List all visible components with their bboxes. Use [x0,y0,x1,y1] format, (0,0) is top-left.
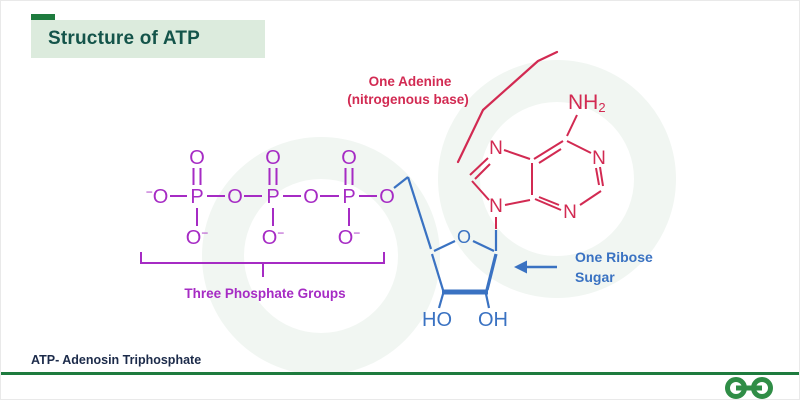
ribose-atoms: O HO OH [422,227,508,331]
geeksforgeeks-logo-icon [725,377,773,399]
ribose-label-line1: One Ribose [575,249,653,265]
adenine-bracket [456,50,559,164]
nitrogen-1: N [592,148,606,169]
phosphorus-1: P [190,186,203,208]
amine-group: NH2 [568,91,606,115]
adenine-label-line1: One Adenine [369,74,452,89]
phosphorus-3: P [342,186,355,208]
nitrogen-9: N [489,196,503,217]
background-watermark-icon [202,60,676,375]
phosphate-label: Three Phosphate Groups [184,286,345,301]
phosphorus-2: P [266,186,279,208]
terminal-oxygen-left: −O [146,185,169,208]
double-bond-oxygen-2: O [265,147,281,169]
title-banner: Structure of ATP [31,20,265,58]
phosphate-atoms: −O P O P O P O O O O O− O− O− [146,147,395,249]
adenine-label-line2: (nitrogenous base) [347,92,469,107]
adenine-atoms: N N N N NH2 [489,91,606,223]
nitrogen-7: N [489,138,503,159]
hydroxyl-left: HO [422,309,452,331]
ribose-arrow-icon [514,260,557,274]
bridge-oxygen-2: O [303,186,319,208]
ring-oxygen: O [457,227,471,247]
adenine-base: N N N N NH2 One Adenine (nitrogenous bas… [347,50,606,229]
bridge-oxygen-1: O [227,186,243,208]
footer-caption: ATP- Adenosin Triphosphate [31,353,202,367]
phosphate-bonds [170,168,377,226]
footer-divider [1,372,799,375]
double-bond-oxygen-1: O [189,147,205,169]
ribose-bonds [393,176,498,309]
ester-oxygen: O [379,186,395,208]
page-title: Structure of ATP [48,28,201,49]
nitrogen-3: N [563,202,577,223]
lower-oxygen-3: O− [338,226,361,249]
double-bond-oxygen-3: O [341,147,357,169]
ribose-sugar: O HO OH One Ribose Sugar [393,176,653,331]
phosphate-chain: −O P O P O P O O O O O− O− O− Three Phos… [140,147,395,301]
ribose-label-line2: Sugar [575,269,615,285]
lower-oxygen-2: O− [262,226,285,249]
hydroxyl-right: OH [478,309,508,331]
lower-oxygen-1: O− [186,226,209,249]
phosphate-bracket [140,252,385,277]
adenine-bonds [469,114,604,229]
